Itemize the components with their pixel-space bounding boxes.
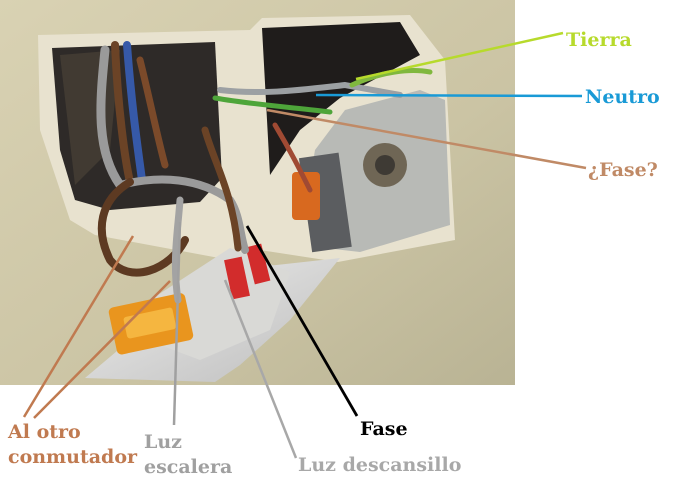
label-al-otro-line1: Al otro [8, 421, 81, 443]
label-al-otro-conmutador: Al otro conmutador [8, 420, 137, 470]
luz-descansillo-leader-line [223, 279, 298, 459]
label-tierra: Tierra [566, 29, 632, 51]
fase-question-leader-line [266, 108, 587, 170]
neutro-leader-line [315, 93, 583, 98]
right-box-cavity [262, 22, 420, 175]
label-luz-escalera-line1: Luz [144, 431, 182, 453]
label-luz-escalera-line2: escalera [144, 456, 233, 478]
label-luz-escalera: Luz escalera [144, 430, 232, 480]
wires [96, 41, 433, 304]
red-terminal [224, 256, 250, 300]
label-al-otro-line2: conmutador [8, 446, 138, 468]
luz-escalera-leader-line [172, 221, 182, 426]
al-otro-leader-line-1 [22, 235, 135, 418]
label-neutro: Neutro [585, 86, 660, 108]
label-fase-question: ¿Fase? [588, 159, 658, 181]
red-terminal [245, 243, 271, 285]
tierra-leader-line [355, 31, 564, 81]
right-terminal-orange [292, 172, 320, 220]
label-fase: Fase [360, 418, 408, 440]
fase-leader-line [245, 225, 359, 417]
al-otro-leader-line-2 [33, 280, 171, 419]
label-luz-descansillo: Luz descansillo [298, 454, 462, 476]
